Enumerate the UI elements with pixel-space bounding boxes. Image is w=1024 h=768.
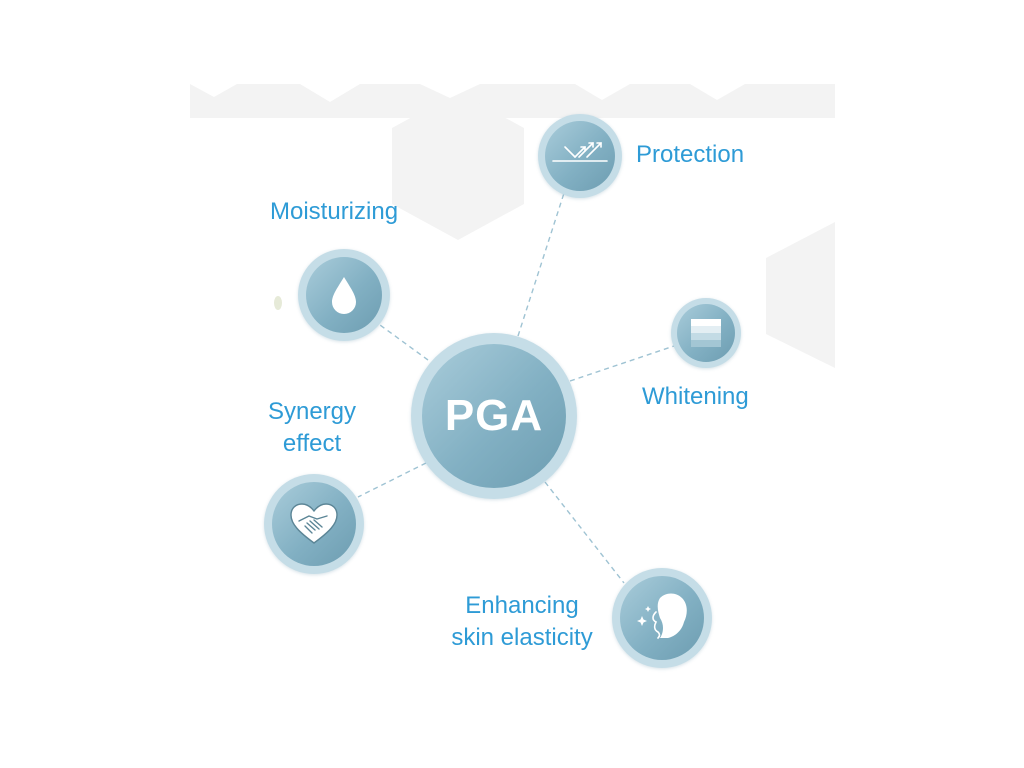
gradient-layers-icon: [691, 319, 721, 347]
whitening-node: [671, 298, 741, 368]
pga-label: PGA: [444, 391, 544, 440]
face-profile-icon: [637, 593, 687, 639]
synergy-label-line-1: Synergy: [267, 398, 357, 425]
hexagon-pattern: [190, 84, 835, 368]
moisturizing-node: [298, 249, 390, 341]
connector-elasticity: [544, 481, 625, 584]
synergy-node: [264, 474, 364, 574]
connector-synergy: [357, 462, 427, 498]
connector-lines: [357, 189, 675, 584]
moisturizing-label: Moisturizing: [270, 198, 399, 225]
handshake-heart-icon: [290, 503, 338, 544]
elasticity-label: Enhancing skin elasticity: [436, 590, 608, 654]
deflect-arrows-icon: [552, 142, 608, 162]
elasticity-label-line-2: skin elasticity: [451, 624, 593, 651]
connector-protection: [517, 189, 566, 337]
water-drop-icon: [332, 277, 356, 314]
protection-node: [538, 114, 622, 198]
elasticity-node: [612, 568, 712, 668]
synergy-label: Synergy effect: [257, 396, 367, 460]
protection-label: Protection: [636, 141, 745, 168]
connector-whitening: [569, 345, 675, 382]
elasticity-label-line-1: Enhancing: [465, 592, 579, 619]
synergy-label-line-2: effect: [282, 430, 342, 457]
whitening-label: Whitening: [642, 383, 749, 410]
pga-center-node: PGA: [411, 333, 577, 499]
connector-moisturizing: [379, 324, 429, 361]
decorative-dot: [274, 296, 282, 310]
